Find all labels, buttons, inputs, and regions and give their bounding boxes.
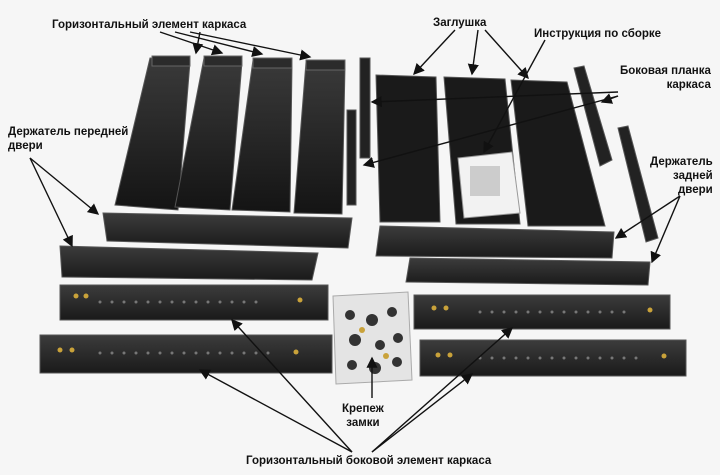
frame-tray-2 [174,55,243,211]
label-rear-door-holder: Держатель задней двери [650,156,713,196]
fasteners-bag [332,291,413,385]
side-frame-bars [573,65,659,243]
frame-tray-3 [231,57,293,213]
annotation-arrows [29,29,681,453]
side-rail-3 [413,294,671,330]
frame-tray-1 [114,55,191,211]
horizontal-side-frame-rails [39,284,687,377]
frame-tray-4 [293,59,346,215]
label-horizontal-side-frame-element: Горизонтальный боковой элемент каркаса [246,455,492,467]
rear-door-holders [375,225,651,286]
label-assembly-instructions: Инструкция по сборке [534,28,662,40]
label-horizontal-frame-element: Горизонтальный элемент каркаса [52,19,247,31]
horizontal-frame-elements [114,55,346,215]
side-rail-2 [39,334,333,374]
label-front-door-holder: Держатель передней двери [8,126,129,152]
side-rail-1 [59,284,329,321]
label-side-frame-bar: Боковая планка каркаса [620,65,711,91]
vertical-brackets [346,57,371,206]
instruction-sheet [457,151,521,219]
side-rail-4 [419,339,687,377]
label-blanking-plate: Заглушка [433,17,487,29]
label-fasteners-locks: Крепеж замки [342,403,384,429]
front-door-holders [59,212,353,281]
